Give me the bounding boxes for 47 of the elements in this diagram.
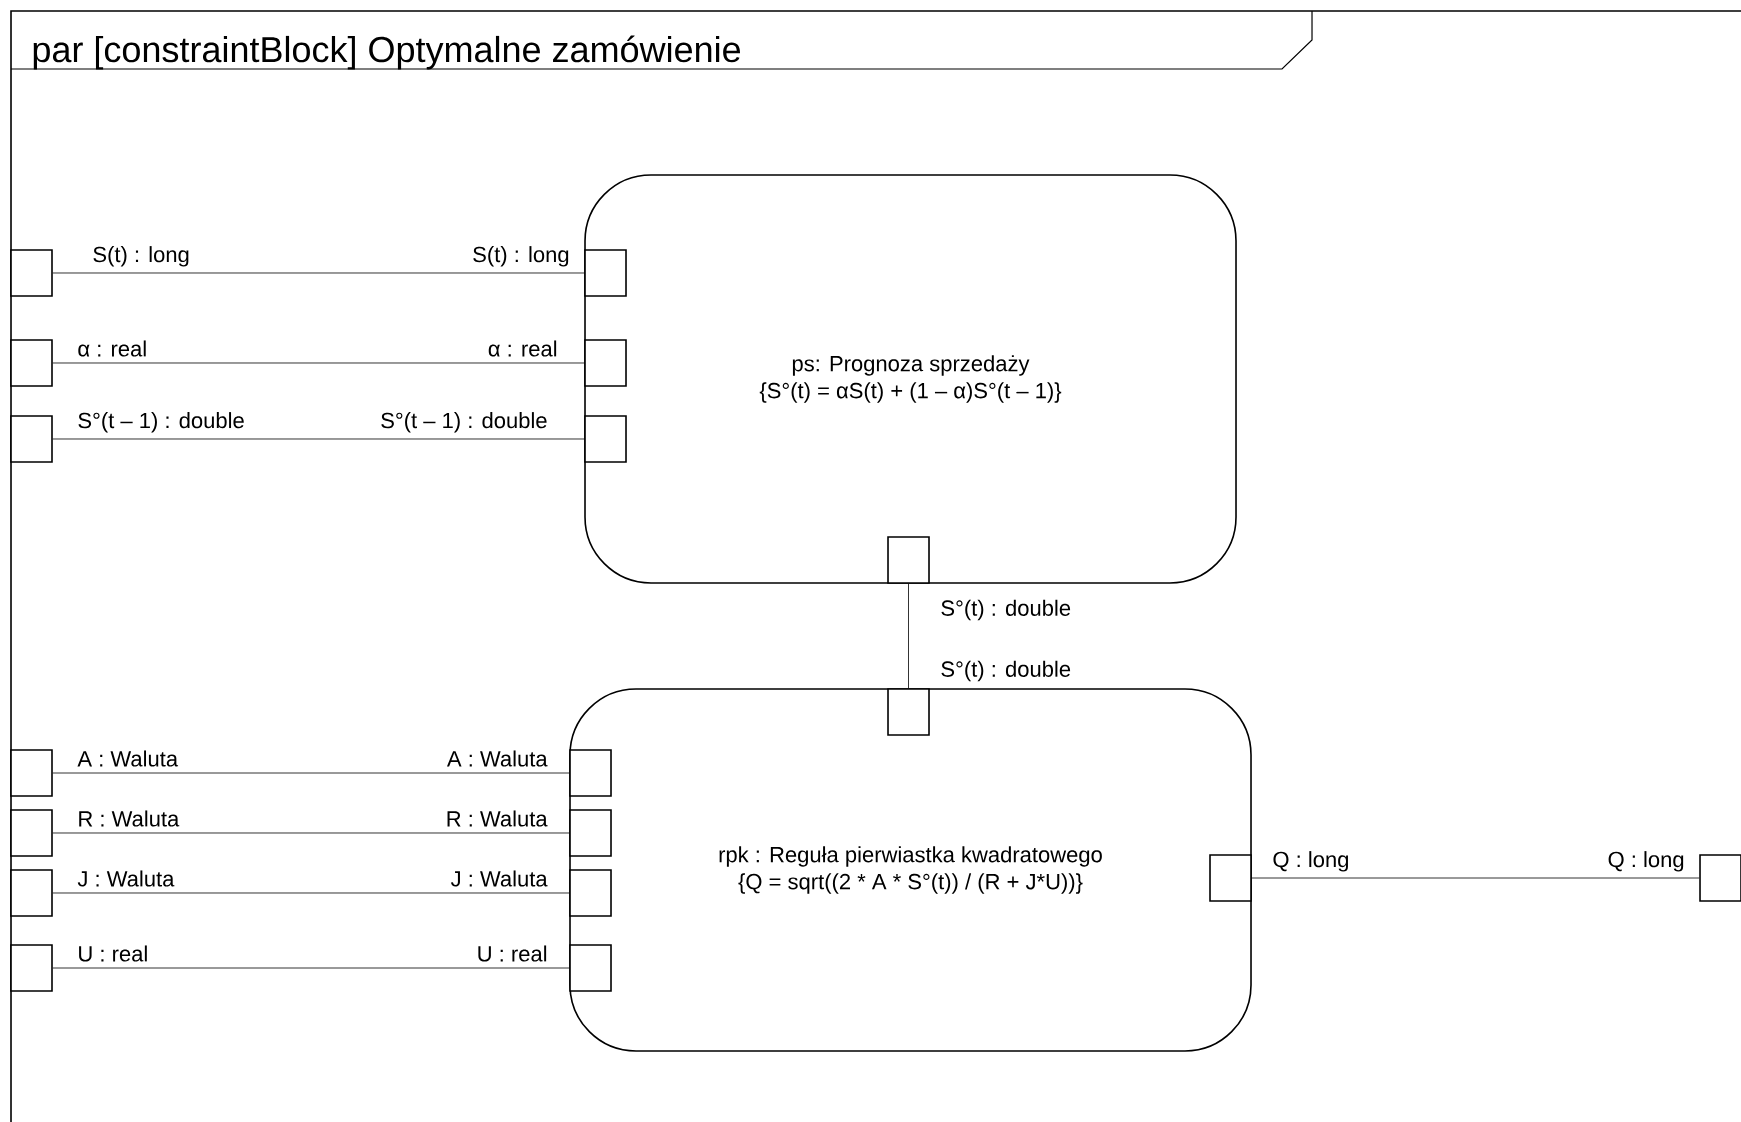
port-label: S°(t) : double [941, 660, 1071, 682]
port-label: Q : long [1608, 851, 1684, 872]
port-square [569, 869, 612, 917]
constraint-block: ps: Prognoza sprzedaży {S°(t) = αS(t) + (1 – α)S°(t – 1)} [584, 174, 1237, 584]
port-square [887, 688, 930, 736]
connector-line [52, 438, 585, 440]
port-square [10, 339, 53, 387]
port-square [584, 249, 627, 297]
port-square [887, 536, 930, 584]
port-square [569, 749, 612, 797]
port-square [584, 415, 627, 463]
connector-line [52, 967, 570, 969]
connector-line [52, 772, 570, 774]
port-label: S(t) : long [93, 246, 189, 267]
port-label: Q : long [1273, 851, 1348, 872]
connector-line [52, 362, 585, 364]
port-square [10, 249, 53, 297]
port-label: J : Waluta [77, 870, 175, 887]
connector-line [52, 892, 570, 894]
connector-line [52, 272, 585, 274]
port-label: A : Waluta [446, 750, 548, 767]
port-label: S°(t) : double [941, 599, 1071, 621]
port-label: α : real [488, 340, 557, 357]
port-square [584, 339, 627, 387]
port-square [10, 944, 53, 992]
port-square [569, 944, 612, 992]
connector-line [908, 583, 909, 689]
port-square [569, 809, 612, 857]
port-square [10, 809, 53, 857]
port-label: J : Waluta [450, 870, 548, 887]
port-label: U : real [478, 945, 547, 962]
port-label: α : real [78, 340, 146, 357]
port-label: S°(t – 1) : double [78, 412, 244, 433]
constraint-block: rpk : Reguła pierwiastka kwadratowego {Q = sqrt((2 * A * S°(t)) / (R + J*U))} [569, 688, 1252, 1052]
diagram-title: par [constraintBlock] Optymalne zamówienie [33, 35, 740, 70]
port-square [10, 415, 53, 463]
port-label: S(t) : long [473, 246, 569, 267]
port-square [1209, 854, 1252, 902]
connector-line [1251, 877, 1700, 879]
port-square [10, 749, 53, 797]
port-label: R : Waluta [447, 810, 548, 827]
port-label: A : Waluta [77, 750, 179, 767]
port-label: U : real [79, 945, 147, 962]
port-label: S°(t – 1) : double [381, 412, 547, 433]
port-label: R : Waluta [79, 810, 180, 827]
port-square [10, 869, 53, 917]
connector-line [52, 832, 570, 834]
